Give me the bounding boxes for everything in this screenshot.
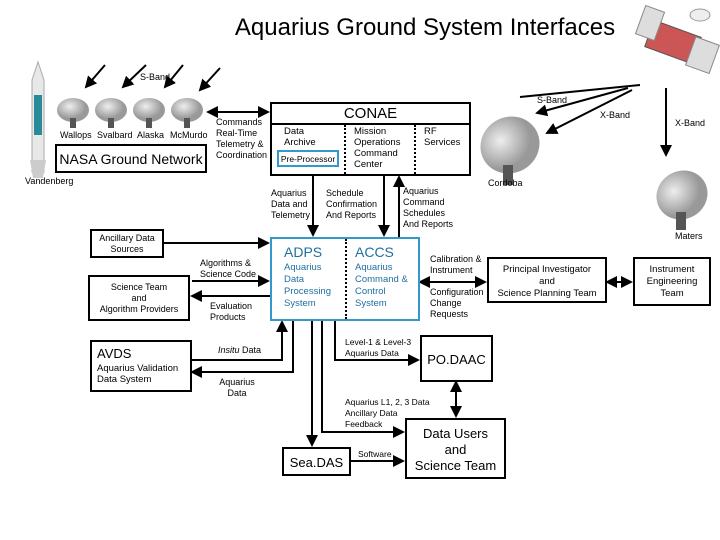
page-title: Aquarius Ground System Interfaces [234,14,616,41]
dish-icon [57,98,708,230]
x-band-label-1: X-Band [600,110,631,120]
seadas-label: Sea.DAS [289,455,344,470]
instrument-team-label: Instrument Engineering Team [646,264,698,299]
station-alaska: Alaska [137,130,165,140]
adps-accs-box: ADPS Aquarius Data Processing System ACC… [270,237,420,321]
adps-title: ADPS [284,244,323,260]
science-team-label: Science Team and Algorithm Providers [99,282,179,314]
accs-title: ACCS [355,244,394,260]
aquarius-data-telemetry-label: Aquarius Data and Telemetry [271,188,311,220]
seadas-box: Sea.DAS [282,447,351,476]
conae-box: CONAE Data Archive Pre-Processor Mission… [270,102,471,176]
mission-ops-label: Mission Operations Command Center [354,126,401,170]
satellite-icon [634,4,720,75]
pi-team-label: Principal Investigator and Science Plann… [497,264,597,299]
level-data-label: Level-1 & Level-3 Aquarius Data [345,337,412,358]
nasa-ground-network-label: NASA Ground Network [59,151,203,167]
malargue-label: Maters [675,231,703,241]
pi-team-box: Principal Investigator and Science Plann… [487,257,607,303]
rocket-icon [30,60,46,178]
science-team-box: Science Team and Algorithm Providers [88,275,190,321]
commands-label: Commands Real-Time Telemetry & Coordinat… [216,117,268,160]
software-label: Software [358,449,392,459]
s-band-label: S-Band [140,72,171,82]
vandenberg-label: Vandenberg [25,176,74,186]
data-users-label: Data Users and Science Team [414,426,497,473]
evaluation-label: Evaluation Products [210,301,253,322]
avds-title: AVDS [97,346,132,361]
station-svalbard: Svalbard [97,130,133,140]
avds-box: AVDS Aquarius Validation Data System [90,340,192,392]
station-wallops: Wallops [60,130,92,140]
command-schedules-label: Aquarius Command Schedules And Reports [403,186,454,229]
ancillary-data-label: Ancillary Data Sources [99,233,155,254]
aquarius-data-label: Aquarius Data [219,377,255,398]
pre-processor-label: Pre-Processor [280,154,336,164]
insitu-data-label: Insitu Data [218,345,261,356]
conae-title: CONAE [343,105,398,122]
insitu-data-text: Data [239,345,262,355]
data-users-box: Data Users and Science Team [405,418,506,479]
pre-processor-box: Pre-Processor [277,150,339,167]
instrument-team-box: Instrument Engineering Team [633,257,711,306]
nasa-ground-network-box: NASA Ground Network [55,144,207,173]
s-band-right-label: S-Band [537,95,568,105]
schedule-confirmation-label: Schedule Confirmation And Reports [326,188,378,220]
podaac-box: PO.DAAC [420,335,493,382]
rf-services-label: RF Services [424,126,461,148]
adps-desc: Aquarius Data Processing System [284,262,331,309]
l123-data-label: Aquarius L1, 2, 3 Data Ancillary Data Fe… [345,397,430,429]
data-archive-label: Data Archive [284,126,316,148]
station-mcmurdo: McMurdo [170,130,208,140]
ancillary-data-box: Ancillary Data Sources [90,229,164,258]
podaac-label: PO.DAAC [427,352,486,367]
accs-desc: Aquarius Command & Control System [355,262,408,309]
cordoba-label: Cordoba [488,178,523,188]
configuration-label: Configuration Change Requests [430,287,484,319]
insitu-italic: Insitu [218,345,240,355]
calibration-label: Calibration & Instrument [430,254,482,275]
avds-desc: Aquarius Validation Data System [97,363,179,385]
algorithms-label: Algorithms & Science Code [200,258,257,279]
x-band-label-2: X-Band [675,118,706,128]
